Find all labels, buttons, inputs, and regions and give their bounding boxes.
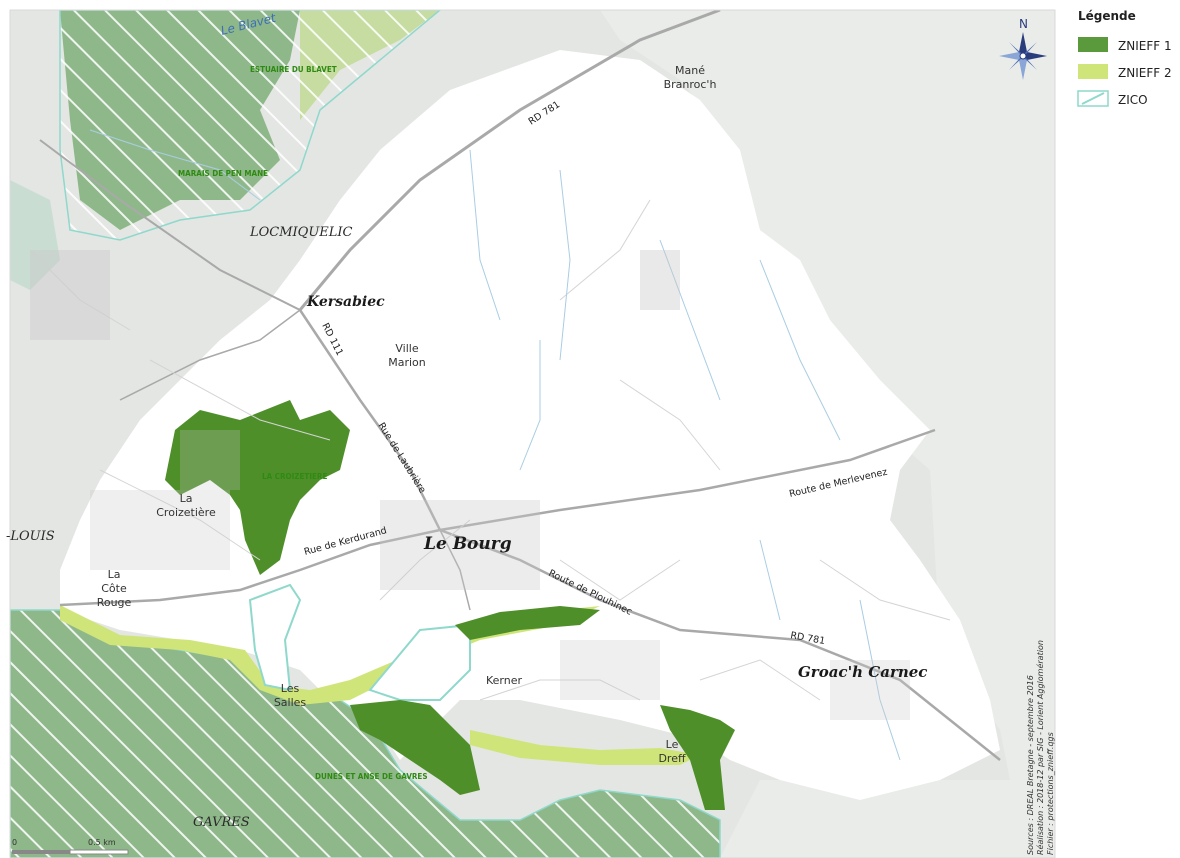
place-label-rouge: Rouge xyxy=(97,596,132,609)
town-label-locmiquelic: LOCMIQUELIC xyxy=(249,225,353,240)
place-label-salles: Salles xyxy=(274,696,307,709)
zico-west xyxy=(10,180,60,290)
place-label-la-croiz: La xyxy=(180,492,193,505)
znieff1-croizetiere xyxy=(165,400,350,575)
north-label: N xyxy=(1019,17,1028,31)
legend-title: Légende xyxy=(1078,9,1136,23)
place-label-le-bourg: Le Bourg xyxy=(423,534,512,554)
legend-swatch-znieff1 xyxy=(1078,37,1108,52)
place-label-kerner: Kerner xyxy=(486,674,523,687)
scale-bar: 0 0.5 km xyxy=(12,838,129,855)
place-label-les: Les xyxy=(281,682,300,695)
credit-sources: Sources : DREAL Bretagne - septembre 201… xyxy=(1026,675,1035,855)
zico-north xyxy=(59,10,442,241)
place-label-ville: Ville xyxy=(395,342,418,355)
place-label-cote: Côte xyxy=(101,582,127,595)
legend-label-znieff1: ZNIEFF 1 xyxy=(1118,39,1172,53)
scale-zero: 0 xyxy=(12,838,17,847)
znieff1-dunes xyxy=(350,700,480,795)
zone-label-gavres-dunes: DUNES ET ANSE DE GAVRES xyxy=(315,772,428,781)
town-label-port-louis: -LOUIS xyxy=(6,529,55,544)
place-label-croizetiere: Croizetière xyxy=(156,506,216,519)
legend: Légende ZNIEFF 1 ZNIEFF 2 ZICO xyxy=(1077,9,1172,107)
zone-label-pen-mane: MARAIS DE PEN MANE xyxy=(178,169,268,178)
zone-label-croizetiere: LA CROIZETIERE xyxy=(262,472,327,481)
built-up-areas xyxy=(30,250,910,720)
minor-roads xyxy=(29,199,951,701)
place-label-kersabiec: Kersabiec xyxy=(306,294,385,310)
place-label-marion: Marion xyxy=(388,356,426,369)
znieff1-plouhinec-coast xyxy=(455,606,600,640)
place-label-la-cote: La xyxy=(108,568,121,581)
credit-fichier: Fichier : protections_znieff.qgs xyxy=(1046,732,1055,855)
legend-swatch-znieff2 xyxy=(1078,64,1108,79)
town-label-gavres: GAVRES xyxy=(193,815,250,830)
place-label-mane: Mané xyxy=(675,64,705,77)
legend-label-znieff2: ZNIEFF 2 xyxy=(1118,66,1172,80)
place-label-le: Le xyxy=(666,738,679,751)
eastern-terrain xyxy=(600,10,1055,858)
road-network xyxy=(39,10,1001,761)
credits: Sources : DREAL Bretagne - septembre 201… xyxy=(1026,640,1055,855)
streams xyxy=(89,129,901,761)
zico-salles xyxy=(248,583,302,692)
place-label-dreff: Dreff xyxy=(658,752,686,765)
place-label-branroch: Branroc'h xyxy=(664,78,717,91)
znieff1-dreff xyxy=(660,705,735,810)
znieff2-dunes xyxy=(470,730,700,765)
scale-label: 0.5 km xyxy=(88,838,116,847)
zone-label-estuaire: ESTUAIRE DU BLAVET xyxy=(250,65,337,74)
north-arrow-icon: N xyxy=(999,17,1047,80)
map-frame xyxy=(9,9,1056,858)
place-label-groach-carnec: Groac'h Carnec xyxy=(798,663,927,681)
legend-label-zico: ZICO xyxy=(1118,93,1148,107)
credit-realisation: Réalisation : 2018-12 par SIG - Lorient … xyxy=(1035,640,1045,855)
